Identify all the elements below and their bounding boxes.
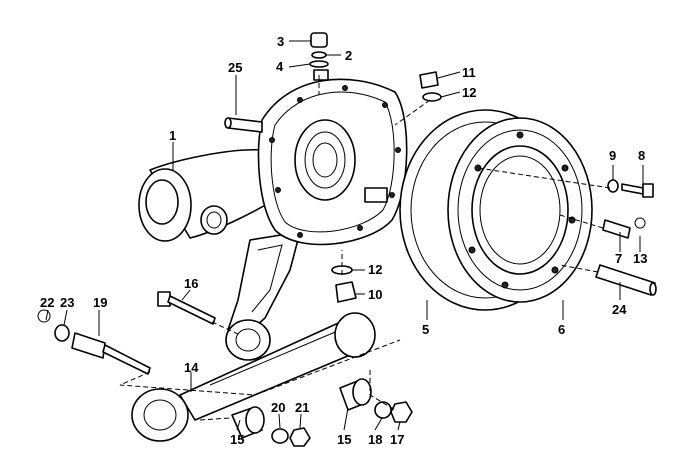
plug-part-11 bbox=[419, 71, 439, 89]
pin-part-7 bbox=[602, 219, 631, 239]
callout-20: 20 bbox=[271, 400, 285, 415]
callout-15-right: 15 bbox=[337, 432, 351, 447]
callout-2: 2 bbox=[345, 48, 352, 63]
bushing-part-15-right bbox=[339, 378, 372, 411]
clip-part-13 bbox=[634, 217, 646, 229]
callout-1: 1 bbox=[169, 128, 176, 143]
callout-9: 9 bbox=[609, 148, 616, 163]
washer-part-9 bbox=[607, 179, 619, 193]
callout-21: 21 bbox=[295, 400, 309, 415]
bolt-head-part-8 bbox=[642, 183, 654, 198]
circlip-part-22 bbox=[37, 309, 51, 323]
callout-labels: 1 2 3 4 5 6 7 8 9 10 11 12 12 13 14 15 1… bbox=[40, 34, 647, 447]
nut-part-17 bbox=[390, 401, 413, 423]
washer-part-23 bbox=[54, 324, 70, 342]
bolt-part-16 bbox=[157, 291, 216, 325]
nut-part-21 bbox=[289, 427, 311, 447]
washer-part-12-top bbox=[422, 92, 442, 102]
callout-15-left: 15 bbox=[230, 432, 244, 447]
seal-part-4 bbox=[309, 60, 329, 68]
callout-16: 16 bbox=[184, 276, 198, 291]
bushing-part-15-left bbox=[231, 406, 265, 439]
callout-17: 17 bbox=[390, 432, 404, 447]
callout-13: 13 bbox=[633, 251, 647, 266]
sleeve-end-part-24 bbox=[649, 282, 657, 296]
pivot-bolt-part-19 bbox=[71, 332, 151, 375]
callout-4: 4 bbox=[276, 59, 284, 74]
torque-arm-part-14 bbox=[131, 312, 376, 442]
callout-23: 23 bbox=[60, 295, 74, 310]
callout-12-bottom: 12 bbox=[368, 262, 382, 277]
washer-part-20 bbox=[271, 428, 289, 444]
callout-22: 22 bbox=[40, 295, 54, 310]
cap-part-3 bbox=[310, 32, 328, 48]
callout-24: 24 bbox=[612, 302, 627, 317]
assembly-lines bbox=[119, 75, 611, 421]
callout-12-top: 12 bbox=[462, 85, 476, 100]
sleeve-part-24 bbox=[595, 264, 656, 296]
callout-10: 10 bbox=[368, 287, 382, 302]
callout-14: 14 bbox=[184, 360, 199, 375]
bolt-part-8 bbox=[621, 183, 644, 195]
washer-part-2 bbox=[311, 51, 327, 59]
swing-arm-housing bbox=[138, 69, 408, 361]
washer-part-18 bbox=[374, 401, 392, 419]
callout-6: 6 bbox=[558, 322, 565, 337]
callout-11: 11 bbox=[462, 65, 476, 80]
leader-lines bbox=[45, 40, 644, 431]
callout-18: 18 bbox=[368, 432, 382, 447]
callout-19: 19 bbox=[93, 295, 107, 310]
plug-part-10 bbox=[335, 281, 357, 303]
callout-7: 7 bbox=[615, 251, 622, 266]
callout-3: 3 bbox=[277, 34, 284, 49]
brake-drum bbox=[399, 109, 593, 311]
callout-5: 5 bbox=[422, 322, 429, 337]
callout-8: 8 bbox=[638, 148, 645, 163]
callout-25: 25 bbox=[228, 60, 242, 75]
